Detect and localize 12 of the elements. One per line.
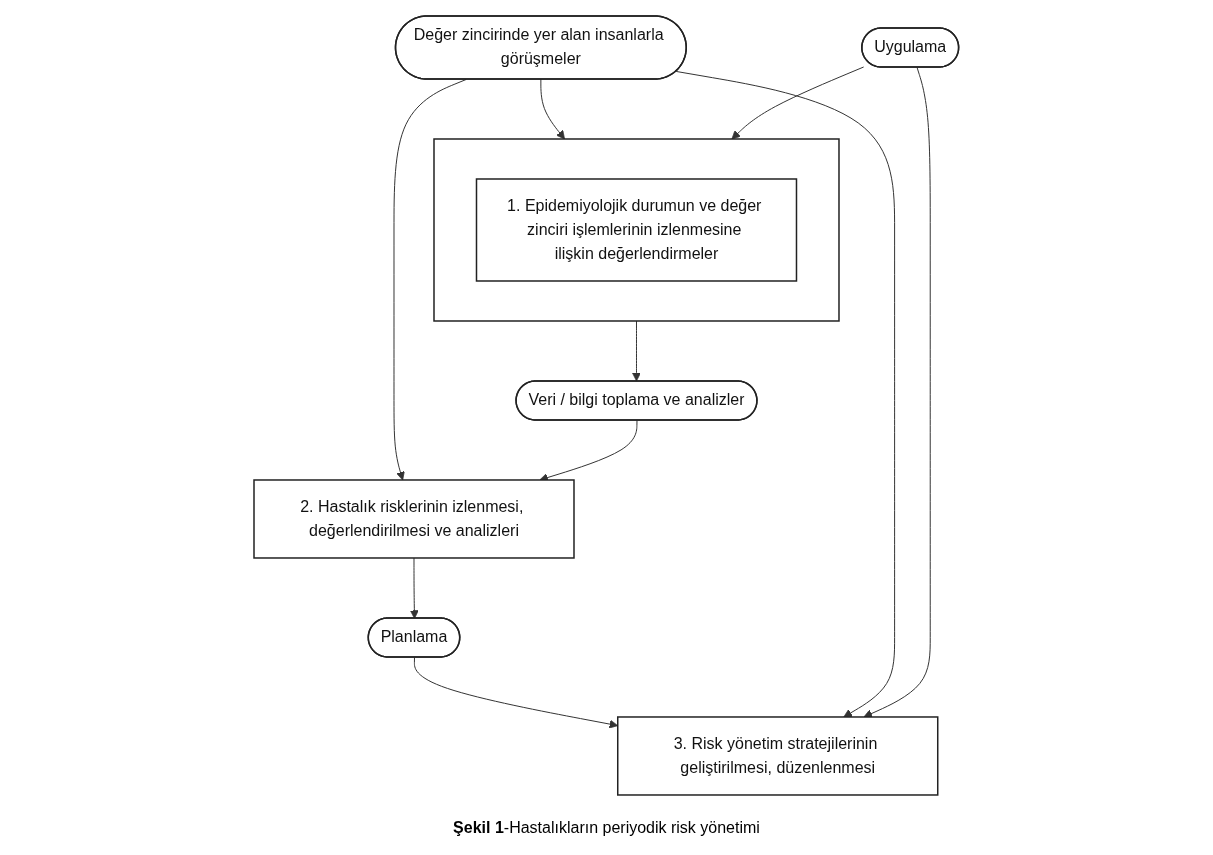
node-box: 3. Risk yönetim stratejilerinin geliştirilmesi, düzenlenmesi [617, 716, 939, 796]
node-box: 2. Hastalık risklerinin izlenmesi, değerlendirilmesi ve analizleri [253, 479, 575, 559]
arrow [675, 70, 896, 718]
arrow [863, 67, 931, 718]
figure-caption: Şekil 1-Hastalıkların periyodik risk yönetimi [453, 819, 760, 837]
cluster [433, 138, 840, 322]
arrow [632, 320, 642, 382]
arrow [393, 79, 467, 481]
node-box: 1. Epidemiyolojik durumun ve değer zinciri işlemlerinin izlenmesine ilişkin değerlendirmeler [475, 178, 798, 282]
arrow [540, 78, 566, 140]
arrow [731, 66, 865, 140]
arrow [410, 557, 419, 619]
